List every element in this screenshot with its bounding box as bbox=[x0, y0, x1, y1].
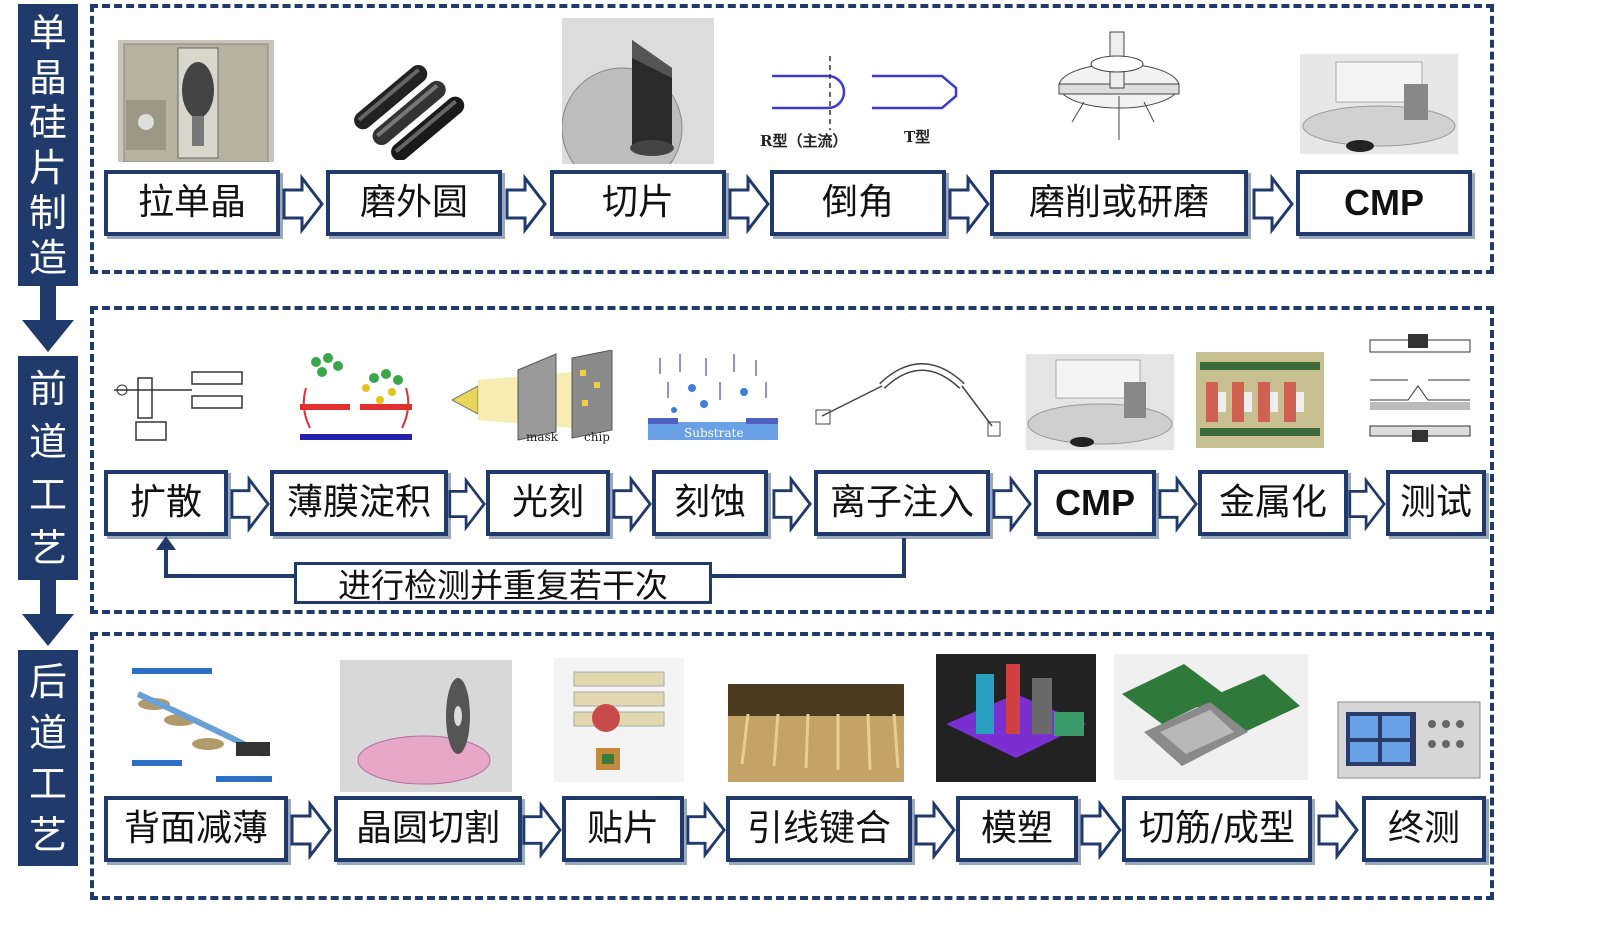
ion-implant-image bbox=[815, 363, 1001, 437]
diffusion-furnace-image bbox=[114, 371, 243, 441]
step-wafer-dicing: 晶圆切割 bbox=[334, 796, 522, 862]
back-grinding-image bbox=[132, 668, 272, 782]
title-char: 道 bbox=[28, 710, 67, 755]
film-deposition-image bbox=[300, 353, 412, 440]
right-arrow-icon bbox=[1252, 174, 1294, 234]
litho-mask-label: mask bbox=[526, 430, 558, 444]
step-cmp-wafer: CMP bbox=[1296, 170, 1472, 236]
title-char: 片 bbox=[28, 145, 67, 190]
step-testing: 测试 bbox=[1386, 470, 1486, 536]
right-arrow-icon bbox=[728, 174, 770, 234]
title-char: 工 bbox=[28, 472, 67, 517]
crystal-puller-image bbox=[118, 40, 274, 162]
final-test-instrument-image bbox=[1337, 701, 1481, 779]
step-outer-grinding: 磨外圆 bbox=[326, 170, 502, 236]
section-frame-frontend bbox=[90, 306, 1494, 614]
etching-image bbox=[648, 354, 778, 440]
title-char: 造 bbox=[28, 235, 67, 280]
section-frame-backend bbox=[90, 632, 1494, 900]
section-title-wafer: 单 晶 硅 片 制 造 bbox=[18, 4, 78, 286]
wafer-dicing-image bbox=[340, 660, 512, 792]
title-char: 后 bbox=[28, 659, 67, 704]
section-title-frontend: 前 道 工 艺 bbox=[18, 356, 78, 580]
right-arrow-icon bbox=[1080, 800, 1122, 860]
repeat-loop-label: 进行检测并重复若干次 bbox=[294, 562, 712, 605]
step-diffusion: 扩散 bbox=[104, 470, 228, 536]
title-char: 单 bbox=[28, 10, 67, 55]
step-metallization: 金属化 bbox=[1198, 470, 1348, 536]
right-arrow-icon bbox=[522, 801, 562, 859]
wire-bonding-image bbox=[728, 684, 904, 782]
chamfer-t-type-label: T型 bbox=[904, 128, 931, 146]
right-arrow-icon bbox=[230, 475, 270, 533]
step-grinding-lapping: 磨削或研磨 bbox=[990, 170, 1248, 236]
right-arrow-icon bbox=[290, 800, 332, 860]
right-arrow-icon bbox=[686, 801, 726, 859]
right-arrow-icon bbox=[612, 475, 652, 533]
right-arrow-icon bbox=[505, 174, 547, 234]
step-die-attach: 贴片 bbox=[562, 796, 684, 862]
step-ion-implantation: 离子注入 bbox=[814, 470, 990, 536]
down-arrow-icon bbox=[22, 286, 74, 352]
trim-form-image bbox=[1114, 654, 1308, 780]
section-frame-wafer bbox=[90, 4, 1494, 274]
step-etching: 刻蚀 bbox=[652, 470, 768, 536]
step-slicing: 切片 bbox=[550, 170, 726, 236]
down-arrow-icon bbox=[22, 580, 74, 646]
die-attach-image bbox=[554, 658, 684, 782]
step-final-test: 终测 bbox=[1362, 796, 1486, 862]
step-back-grinding: 背面减薄 bbox=[104, 796, 288, 862]
title-char: 工 bbox=[28, 761, 67, 806]
title-char: 制 bbox=[28, 190, 67, 235]
title-char: 艺 bbox=[28, 812, 67, 857]
grinding-diagram-image bbox=[1058, 31, 1180, 140]
etch-substrate-label: Substrate bbox=[684, 426, 744, 440]
wafer-slicing-image bbox=[562, 18, 714, 164]
cmp-machine-image-mid bbox=[1026, 354, 1174, 450]
silicon-ingots-image bbox=[354, 64, 465, 160]
right-arrow-icon bbox=[1317, 800, 1359, 860]
step-wire-bonding: 引线键合 bbox=[726, 796, 912, 862]
chamfer-profile-image bbox=[772, 56, 958, 130]
cmp-machine-image-top bbox=[1300, 54, 1458, 154]
title-char: 硅 bbox=[28, 100, 67, 145]
step-lithography: 光刻 bbox=[486, 470, 610, 536]
molding-image bbox=[936, 654, 1096, 782]
right-arrow-icon bbox=[948, 174, 990, 234]
test-structure-image bbox=[1369, 334, 1471, 442]
section-title-backend: 后 道 工 艺 bbox=[18, 650, 78, 866]
right-arrow-icon bbox=[914, 800, 956, 860]
step-chamfering: 倒角 bbox=[770, 170, 946, 236]
title-char: 前 bbox=[28, 366, 67, 411]
lithography-image bbox=[450, 350, 613, 441]
title-char: 晶 bbox=[28, 55, 67, 100]
title-char: 道 bbox=[28, 419, 67, 464]
right-arrow-icon bbox=[1348, 476, 1386, 532]
metallization-image bbox=[1196, 352, 1324, 448]
right-arrow-icon bbox=[1158, 475, 1198, 533]
step-crystal-pulling: 拉单晶 bbox=[104, 170, 280, 236]
chamfer-r-type-label: R型（主流） bbox=[760, 132, 848, 150]
right-arrow-icon bbox=[282, 174, 324, 234]
step-cmp-frontend: CMP bbox=[1034, 470, 1156, 536]
step-film-deposition: 薄膜淀积 bbox=[270, 470, 448, 536]
litho-chip-label: chip bbox=[584, 430, 610, 444]
title-char: 艺 bbox=[28, 525, 67, 570]
right-arrow-icon bbox=[992, 475, 1032, 533]
right-arrow-icon bbox=[448, 476, 486, 532]
right-arrow-icon bbox=[772, 475, 812, 533]
step-molding: 模塑 bbox=[956, 796, 1078, 862]
step-trim-form: 切筋/成型 bbox=[1122, 796, 1312, 862]
